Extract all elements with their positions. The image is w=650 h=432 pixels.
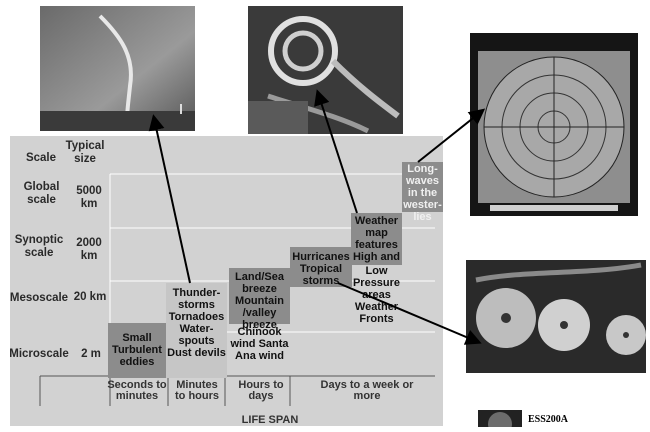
earth-thumbnail-icon	[478, 410, 522, 427]
arrow-hurricanes-to-satellite	[338, 283, 478, 342]
arrow-thunderstorms-to-tornado	[154, 118, 190, 283]
footer-course-label: ESS200A	[528, 414, 568, 425]
arrow-longwaves-to-hemispheric	[418, 111, 482, 162]
arrow-weathermap-to-cyclone	[318, 93, 357, 213]
